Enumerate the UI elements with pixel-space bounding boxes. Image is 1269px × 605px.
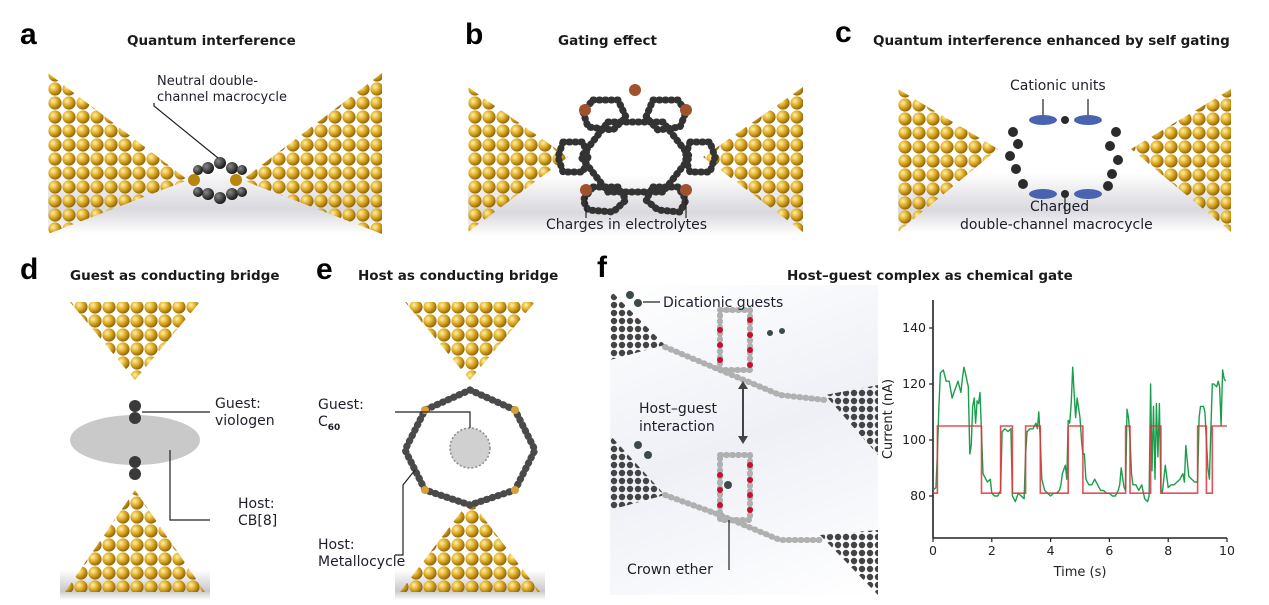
panel-c-illustration xyxy=(898,84,1231,232)
callout-guest-label: Guest: xyxy=(215,396,261,412)
callout-double-channel-macrocycle: double-channel macrocycle xyxy=(960,217,1153,233)
y-tick-label: 80 xyxy=(910,488,926,503)
x-tick-label: 4 xyxy=(1047,543,1055,558)
cationic-units xyxy=(1029,115,1102,199)
panel-c-junction-svg xyxy=(898,89,1231,232)
callout-crown-ether: Crown ether xyxy=(627,562,713,578)
panel-d-title: Guest as conducting bridge xyxy=(70,268,280,284)
panel-a-illustration xyxy=(48,68,382,234)
viologen-guest xyxy=(129,400,141,480)
x-tick-label: 2 xyxy=(988,543,996,558)
panel-a-letter: a xyxy=(20,18,37,51)
panel-d-letter: d xyxy=(20,253,39,286)
panel-f-letter: f xyxy=(597,251,607,284)
callout-host-guest: Host–guest xyxy=(639,401,718,417)
panel-e-junction-svg xyxy=(395,302,540,592)
callout-guest-viologen: viologen xyxy=(215,413,275,429)
fitted-step-line xyxy=(933,425,1227,494)
callout-host-metallocycle: Metallocycle xyxy=(318,554,406,570)
callout-cationic-units: Cationic units xyxy=(1010,78,1106,94)
x-tick-label: 0 xyxy=(929,543,937,558)
graphene-electrode-bottom-right xyxy=(820,530,878,595)
panel-f-title: Host–guest complex as chemical gate xyxy=(787,268,1073,284)
x-tick-label: 10 xyxy=(1219,543,1235,558)
panel-b-junction-svg xyxy=(468,84,803,232)
molecular-wire-top xyxy=(662,307,828,403)
cb8-host xyxy=(70,415,200,465)
c60-c: C xyxy=(318,414,328,430)
left-gold-electrode xyxy=(468,87,568,232)
callout-guest-label-e: Guest: xyxy=(318,397,364,413)
panel-e-letter: e xyxy=(316,253,333,286)
callout-host-label: Host: xyxy=(238,496,275,512)
left-gold-electrode xyxy=(898,89,998,232)
graphene-electrode-bottom-left xyxy=(610,435,665,510)
top-gold-electrode xyxy=(405,302,535,380)
chart-ticks: 0 2 4 6 8 10 80 100 120 140 xyxy=(902,320,1235,558)
bottom-gold-electrode xyxy=(400,500,540,592)
c60-subscript: 60 xyxy=(327,422,341,433)
neutral-macrocycle xyxy=(193,157,247,204)
panel-d-junction-svg xyxy=(65,302,210,592)
bottom-gold-electrode xyxy=(65,490,205,592)
y-tick-label: 140 xyxy=(902,320,926,335)
callout-host-cb8: CB[8] xyxy=(238,513,278,529)
y-tick-label: 120 xyxy=(902,376,926,391)
callout-interaction: interaction xyxy=(639,419,715,435)
right-gold-electrode xyxy=(242,73,382,234)
panel-e-illustration xyxy=(395,300,545,600)
panel-c-letter: c xyxy=(835,16,852,49)
graphene-electrode-top-right xyxy=(825,385,878,455)
x-tick-label: 6 xyxy=(1105,543,1113,558)
panel-c-title: Quantum interference enhanced by self ga… xyxy=(873,33,1230,49)
panel-a-title: Quantum interference xyxy=(127,33,296,49)
y-axis-label: Current (nA) xyxy=(881,379,896,459)
callout-charges-in-electrolytes: Charges in electrolytes xyxy=(546,217,708,233)
chart-series xyxy=(932,366,1227,503)
dicationic-guests xyxy=(626,291,785,489)
y-tick-label: 100 xyxy=(902,432,926,447)
callout-charged: Charged xyxy=(1030,199,1090,215)
metallocycle-host xyxy=(401,386,539,509)
current-time-chart: 0 2 4 6 8 10 80 100 120 140 Time (s) Current (nA) xyxy=(880,290,1240,600)
panel-f-junction-svg xyxy=(610,290,878,595)
hexagonal-macrocycle xyxy=(554,96,719,216)
graphene-electrode-top-left xyxy=(610,290,665,360)
x-axis-label: Time (s) xyxy=(1053,565,1107,580)
panel-b-illustration xyxy=(468,82,803,236)
callout-neutral-macrocycle-1: Neutral double- xyxy=(157,74,259,89)
c60-guest xyxy=(449,427,491,469)
charged-macrocycle xyxy=(1005,115,1123,199)
chart-axes xyxy=(932,300,1227,539)
panel-a-junction-svg xyxy=(48,73,382,234)
left-gold-electrode xyxy=(48,73,188,234)
molecular-wire-bottom xyxy=(662,452,823,543)
callout-neutral-macrocycle-2: channel macrocycle xyxy=(157,90,287,105)
panel-f-illustration xyxy=(610,285,878,595)
panel-d-illustration xyxy=(60,300,210,600)
right-gold-electrode xyxy=(1131,89,1231,232)
panel-b-letter: b xyxy=(465,18,484,51)
callout-guest-c60: C60 xyxy=(318,414,341,434)
crown-ether-oxygens xyxy=(717,317,753,513)
panel-e-title: Host as conducting bridge xyxy=(358,268,559,284)
callout-dicationic-guests: Dicationic guests xyxy=(663,295,784,311)
callout-host-label-e: Host: xyxy=(318,537,355,553)
right-gold-electrode xyxy=(703,87,803,232)
measured-current-line xyxy=(932,366,1227,503)
panel-b-title: Gating effect xyxy=(558,33,657,49)
electrolyte-charges xyxy=(579,84,692,196)
x-tick-label: 8 xyxy=(1164,543,1172,558)
chart-svg: 0 2 4 6 8 10 80 100 120 140 Time (s) Current (nA) xyxy=(881,300,1235,580)
top-gold-electrode xyxy=(70,302,200,380)
